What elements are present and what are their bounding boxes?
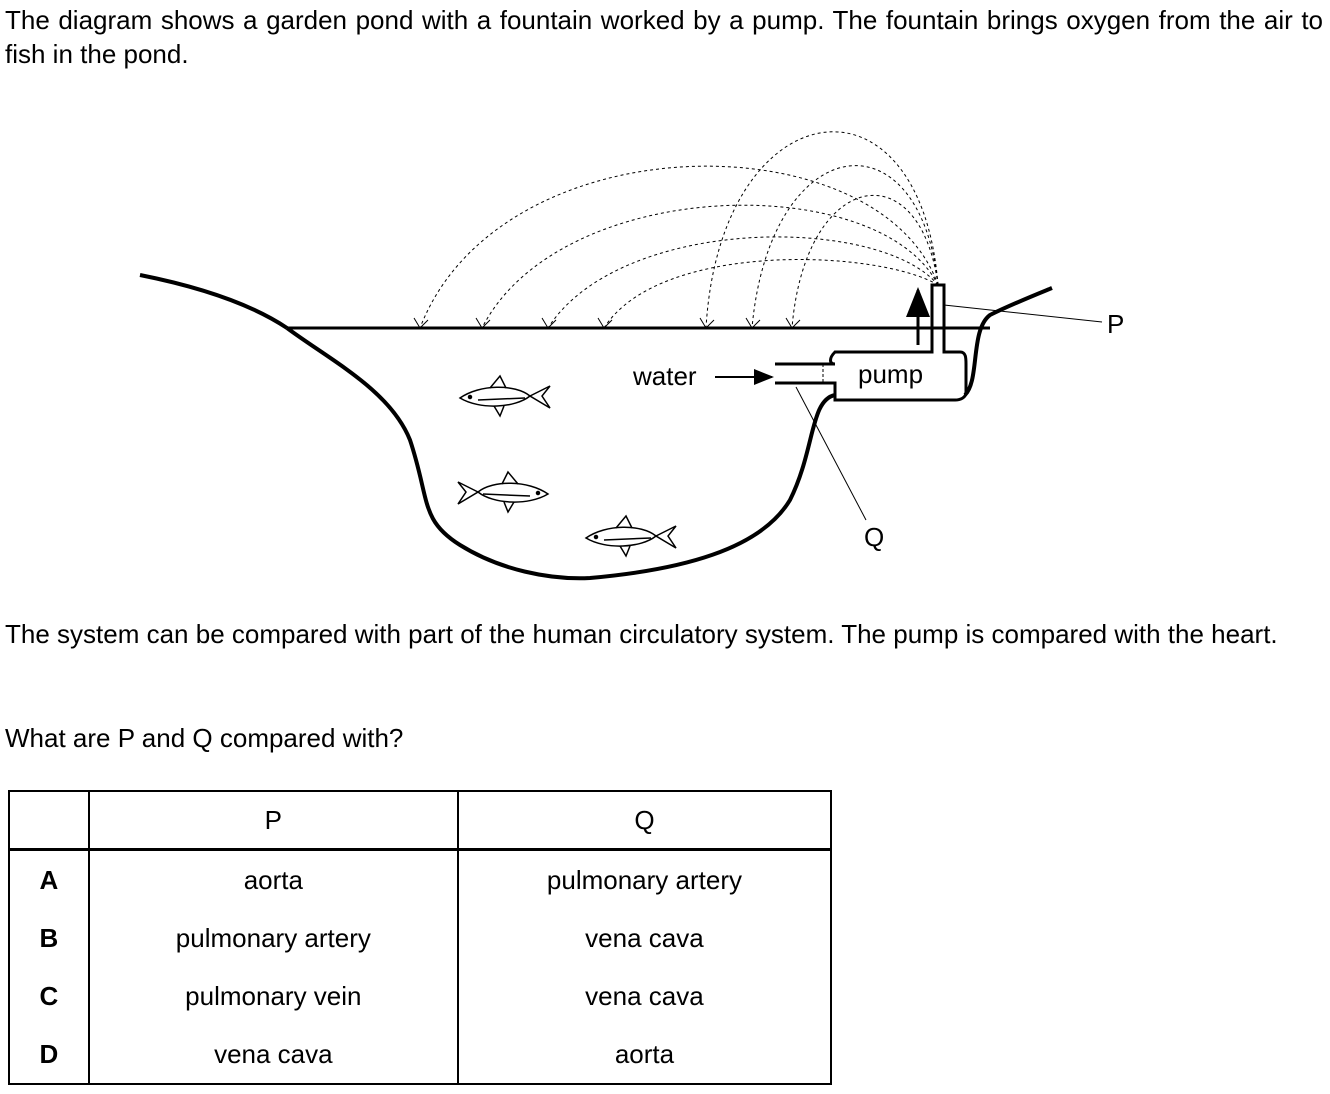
answer-table: P Q A aorta pulmonary artery B pulmonary… [8, 790, 833, 1085]
table-row: D vena cava aorta [8, 1025, 833, 1085]
pump-label: pump [858, 359, 923, 389]
intro-text: The diagram shows a garden pond with a f… [5, 5, 1323, 69]
option-q: vena cava [457, 967, 833, 1025]
option-key: A [8, 849, 90, 909]
table-row: B pulmonary artery vena cava [8, 909, 833, 967]
pond-outline [139, 273, 1053, 581]
header-q: Q [457, 790, 833, 851]
option-q: pulmonary artery [457, 849, 833, 909]
water-label: water [632, 361, 697, 391]
option-q: aorta [457, 1025, 833, 1085]
table-row: A aorta pulmonary artery [8, 849, 833, 909]
q-label: Q [864, 522, 884, 552]
table-header-row: P Q [8, 790, 833, 851]
option-p: aorta [88, 849, 459, 909]
q-leader-line [795, 386, 867, 521]
option-p: pulmonary vein [88, 967, 459, 1025]
header-key-cell [8, 790, 90, 851]
question-text: What are P and Q compared with? [5, 723, 404, 753]
option-key: D [8, 1025, 90, 1085]
pond-diagram: water pump P Q [139, 131, 1124, 581]
option-p: pulmonary artery [88, 909, 459, 967]
header-p: P [88, 790, 459, 851]
system-text: The system can be compared with part of … [5, 619, 1278, 649]
pump-unit [775, 283, 968, 402]
p-leader-line [943, 304, 1103, 323]
p-label: P [1107, 309, 1124, 339]
fountain-spray [413, 131, 939, 329]
fish-icon [584, 514, 677, 558]
option-q: vena cava [457, 909, 833, 967]
table-row: C pulmonary vein vena cava [8, 967, 833, 1025]
option-key: B [8, 909, 90, 967]
fish-icon [457, 470, 550, 514]
option-key: C [8, 967, 90, 1025]
option-p: vena cava [88, 1025, 459, 1085]
fish-icon [458, 374, 551, 418]
